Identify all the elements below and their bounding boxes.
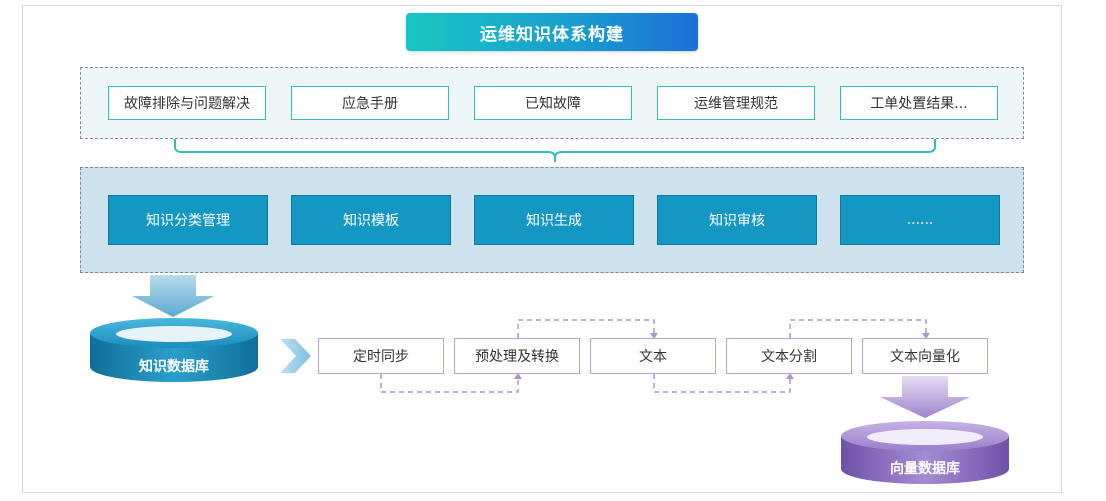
knowledge-db-cylinder [90, 318, 258, 382]
management-item: 知识生成 [474, 195, 634, 245]
pipeline-connectors [380, 319, 927, 393]
pipeline-step: 文本 [590, 338, 716, 374]
pipeline-step: 文本向量化 [862, 338, 988, 374]
chevron-right-icon [280, 339, 311, 373]
source-item: 故障排除与问题解决 [108, 86, 266, 120]
down-arrow-icon [132, 275, 214, 317]
down-arrow-icon [880, 376, 970, 418]
source-item: 已知故障 [474, 86, 632, 120]
vector-db-cylinder [841, 421, 1009, 484]
pipeline-step: 预处理及转换 [454, 338, 580, 374]
pipeline-step: 文本分割 [726, 338, 852, 374]
management-item: ...... [840, 195, 1000, 245]
management-item: 知识审核 [657, 195, 817, 245]
grouping-brace [174, 139, 936, 162]
diagram-title: 运维知识体系构建 [406, 13, 698, 51]
vector-db-label: 向量数据库 [890, 461, 960, 477]
management-item: 知识分类管理 [108, 195, 268, 245]
pipeline-step: 定时同步 [318, 338, 444, 374]
pipeline-arrowheads [514, 333, 930, 379]
knowledge-db-label: 知识数据库 [139, 359, 209, 375]
source-item: 工单处置结果... [840, 86, 998, 120]
management-item: 知识模板 [291, 195, 451, 245]
source-item: 运维管理规范 [657, 86, 815, 120]
source-item: 应急手册 [291, 86, 449, 120]
